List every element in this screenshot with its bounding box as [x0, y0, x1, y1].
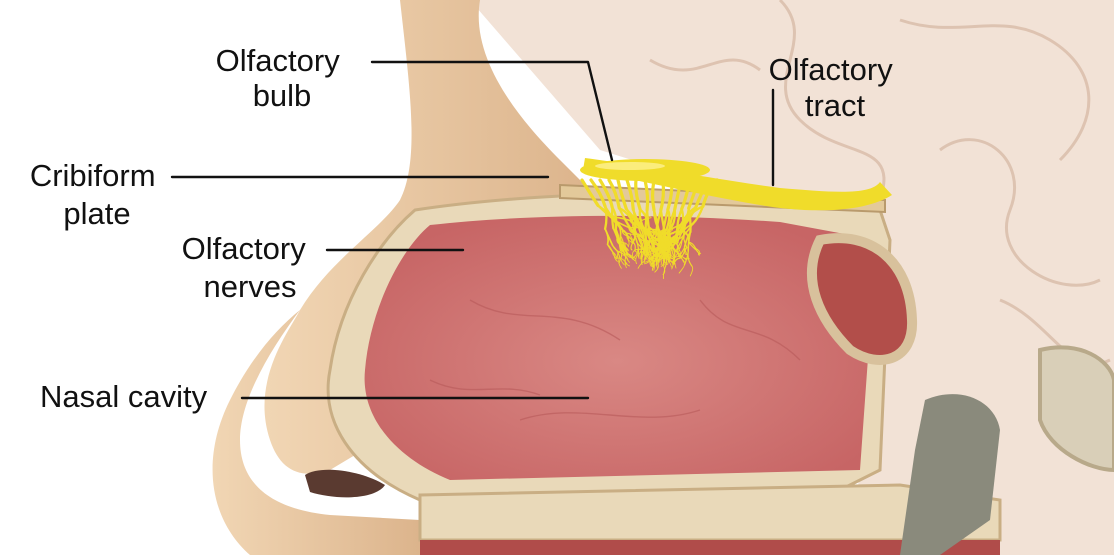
- label-olfactory-nerves: Olfactory nerves: [182, 231, 315, 304]
- label-cribiform-plate: Cribiform plate: [30, 158, 164, 231]
- label-olfactory-tract-line1: Olfactory: [769, 52, 894, 87]
- olfactory-nerve-fiber: [612, 207, 613, 228]
- label-olfactory-bulb-line2: bulb: [253, 78, 312, 113]
- label-olfactory-tract-line2: tract: [805, 88, 866, 123]
- label-cribiform-plate-line2: plate: [63, 196, 130, 231]
- label-olfactory-nerves-line1: Olfactory: [182, 231, 307, 266]
- label-cribiform-plate-line1: Cribiform: [30, 158, 156, 193]
- olfactory-nerve-fiber: [653, 180, 654, 210]
- olfactory-bulb-highlight: [595, 162, 665, 170]
- label-olfactory-bulb: Olfactory bulb: [216, 43, 349, 113]
- label-nasal-cavity-line1: Nasal cavity: [40, 379, 208, 414]
- label-nasal-cavity: Nasal cavity: [40, 379, 208, 414]
- label-olfactory-nerves-line2: nerves: [203, 269, 296, 304]
- olfactory-bulb-shape: [580, 159, 710, 181]
- label-olfactory-bulb-line1: Olfactory: [216, 43, 341, 78]
